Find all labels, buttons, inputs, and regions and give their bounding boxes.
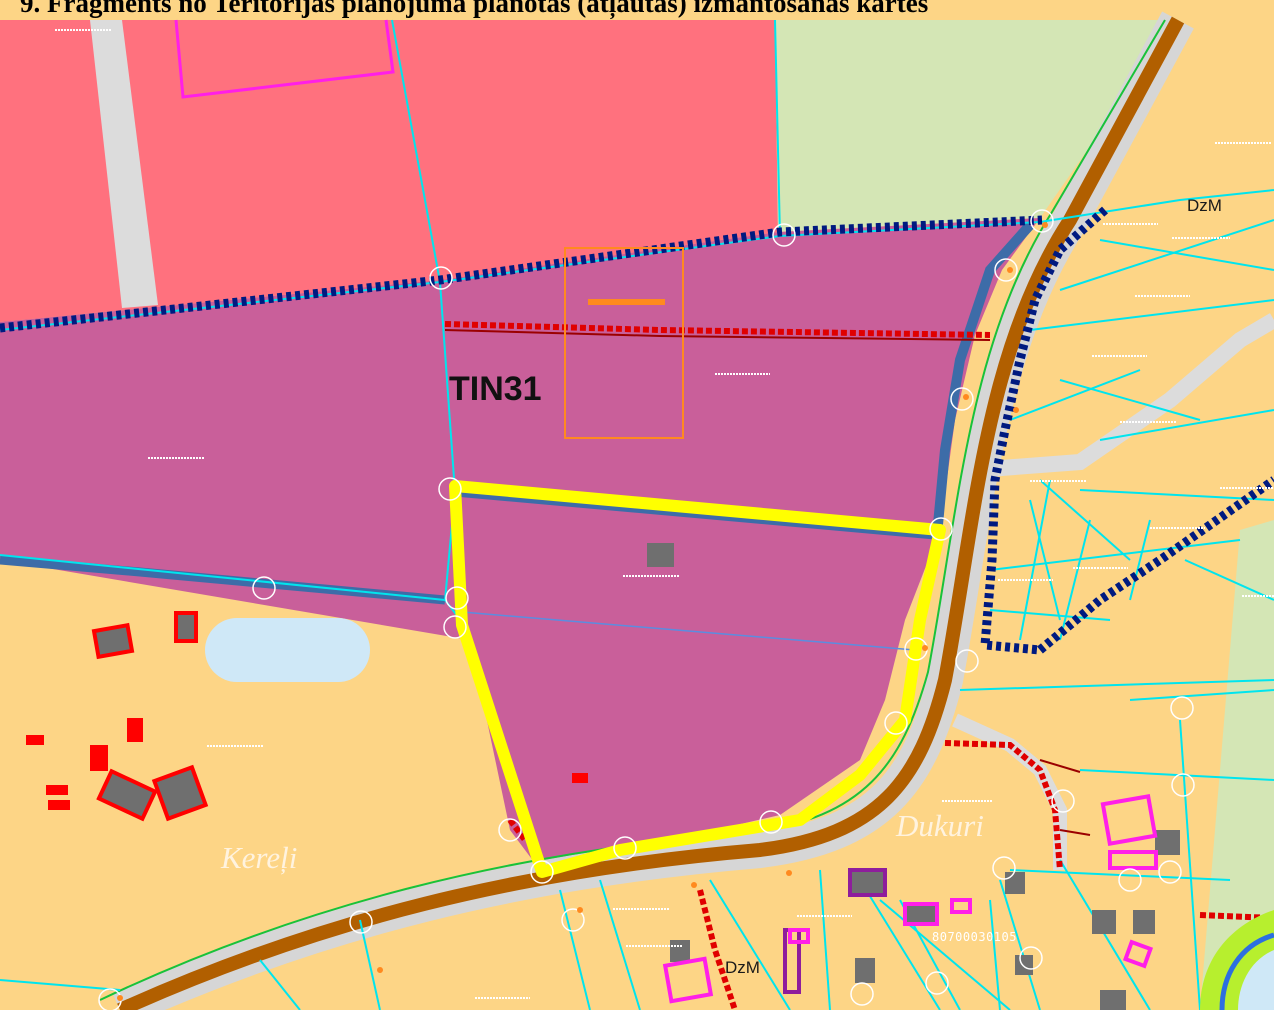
zone-boundaries: [0, 206, 1274, 655]
zone-edge-strip: [932, 221, 1034, 536]
pond: [205, 618, 370, 682]
zone-label-tin31: TIN31: [449, 370, 542, 408]
parcel-number-marks: [55, 29, 1274, 999]
magenta-parcel-outline: [174, 19, 395, 99]
water-corner-blue: [1219, 932, 1274, 1010]
parcel-boundaries: [0, 19, 1274, 1010]
place-label-dukuri: Dukuri: [896, 808, 984, 843]
buildings: [26, 543, 1180, 1010]
restriction-lines-dark: [444, 329, 1091, 836]
place-label-kereli: Kereļi: [221, 840, 298, 875]
water-corner-pond: [1238, 950, 1274, 1010]
protected-buildings: [662, 793, 1158, 1004]
internal-parcel-line: [461, 611, 916, 651]
road-green-line: [99, 19, 1166, 1001]
map-caption: 9. Fragments no Teritorijas plānojuma pl…: [20, 0, 929, 18]
planned-area-outline[interactable]: [449, 480, 946, 878]
orange-outline: [564, 247, 684, 439]
parcel-number-label: 80700030105: [932, 930, 1017, 944]
restriction-lines: [444, 321, 1274, 1010]
zone-label-dzm-north: DzM: [1187, 196, 1222, 215]
main-road: [117, 16, 1185, 1010]
side-road: [974, 313, 1274, 478]
boundary-points: [98, 209, 1195, 1010]
industrial-zone-tin31: [0, 218, 1040, 870]
point-markers: [117, 222, 1048, 1001]
pink-road-strip: [90, 20, 158, 308]
zone-label-dzm-south: DzM: [725, 958, 760, 977]
forest-zone: [775, 20, 1178, 232]
forest-strip-right: [1200, 520, 1274, 1010]
